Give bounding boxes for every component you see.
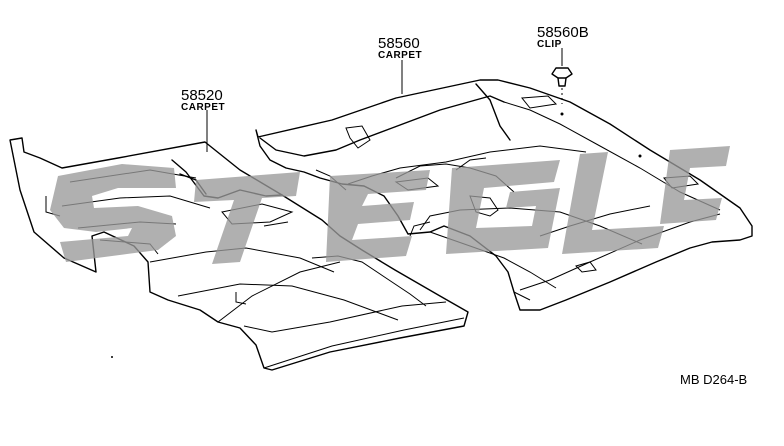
diagram-code: MB D264-B [680,372,747,387]
watermark-logo [50,146,730,264]
part-name-rear-carpet: CARPET [378,50,422,61]
part-number-front-carpet: 58520 [181,87,223,104]
clip-drawing [551,67,573,104]
part-number-clip: 58560B [537,24,589,41]
part-name-clip: CLIP [537,39,562,50]
part-number-rear-carpet: 58560 [378,35,420,52]
part-name-front-carpet: CARPET [181,102,225,113]
